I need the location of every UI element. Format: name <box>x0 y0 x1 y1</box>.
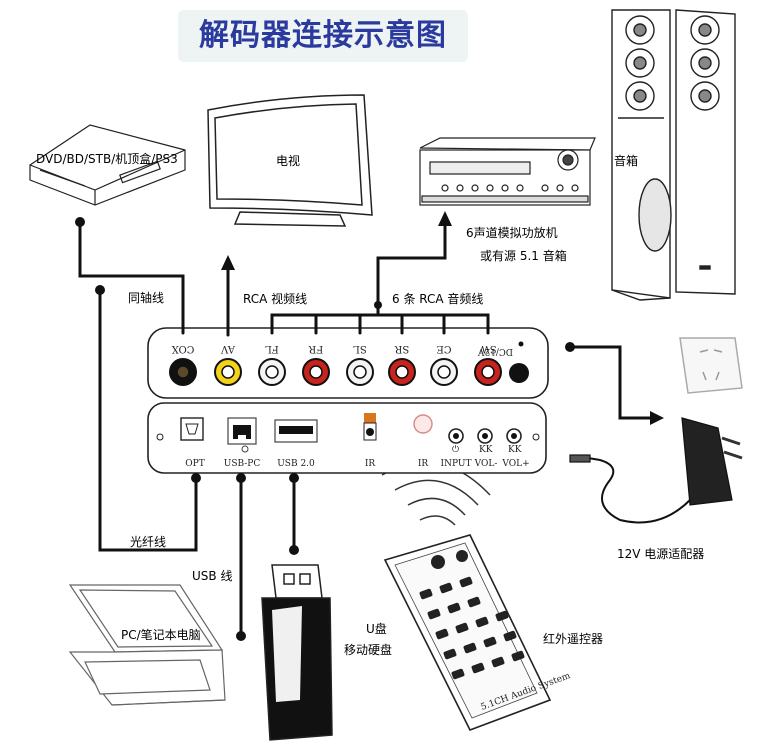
dc-label: DC/12V <box>477 346 513 356</box>
remote-label: 红外遥控器 <box>543 632 604 646</box>
dvd-label: DVD/BD/STB/机顶盒/PS3 <box>36 152 178 166</box>
svg-text:⏻: ⏻ <box>452 444 459 455</box>
bottom-port-label-0: OPT <box>185 459 204 469</box>
rca-jack-center <box>437 365 451 379</box>
cables <box>78 220 654 638</box>
rca-jack-center <box>309 365 323 379</box>
bottom-port-label-2: USB 2.0 <box>277 459 315 469</box>
rca-jack-center <box>221 365 235 379</box>
usb-stick-icon <box>261 564 333 741</box>
optical-port <box>180 417 204 441</box>
rca-jack-center <box>176 365 190 379</box>
top-port-label-sr: SR <box>394 343 409 354</box>
amplifier-label-line2: 或有源 5.1 音箱 <box>480 249 567 263</box>
ir-receiver <box>363 413 377 441</box>
bottom-port-label-6: VOL- <box>474 459 498 469</box>
udisk-label-line2: 移动硬盘 <box>344 643 393 657</box>
top-port-label-av: AV <box>220 343 236 354</box>
ir-led <box>413 414 433 434</box>
amplifier-label-line1: 6声道模拟功放机 <box>466 226 558 240</box>
top-port-label-sl: SL <box>353 343 367 354</box>
svg-text:KK: KK <box>508 445 522 455</box>
top-port-label-cox: COX <box>171 343 195 354</box>
dc-jack: DC/12V <box>477 341 529 383</box>
top-port-label-ce: CE <box>437 343 452 354</box>
dvd-player-icon <box>29 124 186 206</box>
adapter-label: 12V 电源适配器 <box>617 547 705 561</box>
udisk-label-line1: U盘 <box>366 622 387 636</box>
tv-icon <box>207 94 373 227</box>
power-outlet-icon <box>679 337 743 394</box>
top-port-label-sw: SW <box>479 343 497 354</box>
top-port-label-fl: FL <box>265 343 279 354</box>
optical-cable-label: 光纤线 <box>130 535 167 549</box>
bottom-port-label-7: VOL+ <box>501 459 529 469</box>
top-port-row: COX AV FL FR SL SR CE SW <box>169 343 502 386</box>
rca-jack-center <box>481 365 495 379</box>
rca-jack-center <box>353 365 367 379</box>
top-port-label-fr: FR <box>308 343 323 354</box>
diagram-title: 解码器连接示意图 <box>178 10 468 62</box>
arrowheads <box>221 211 664 425</box>
speaker-label: 音箱 <box>614 154 639 168</box>
power-adapter-icon <box>569 417 743 524</box>
bottom-port-label-5: INPUT <box>441 459 472 469</box>
bottom-port-label-4: IR <box>418 459 429 469</box>
coax-cable-label: 同轴线 <box>128 291 165 305</box>
speaker-tower-left-icon <box>611 9 672 301</box>
bottom-port-label-3: IR <box>365 459 376 469</box>
rca-jack-center <box>265 365 279 379</box>
speaker-tower-right-icon <box>675 9 736 295</box>
remote-control-icon: 5.1CH Audio System <box>381 461 572 732</box>
usb-cable-label: USB 线 <box>192 569 233 583</box>
cable-endpoints <box>75 217 575 641</box>
bottom-port-label-1: USB-PC <box>224 459 261 469</box>
tv-label: 电视 <box>276 154 301 168</box>
amplifier-icon <box>419 137 596 206</box>
rca-audio-label: 6 条 RCA 音频线 <box>392 292 484 306</box>
decoder-bottom-panel: ⏻ KK KK <box>147 402 547 474</box>
laptop-icon <box>68 584 226 706</box>
svg-text:KK: KK <box>479 445 493 455</box>
rca-jack-center <box>395 365 409 379</box>
laptop-label: PC/笔记本电脑 <box>121 628 201 642</box>
rca-video-label: RCA 视频线 <box>243 292 308 306</box>
